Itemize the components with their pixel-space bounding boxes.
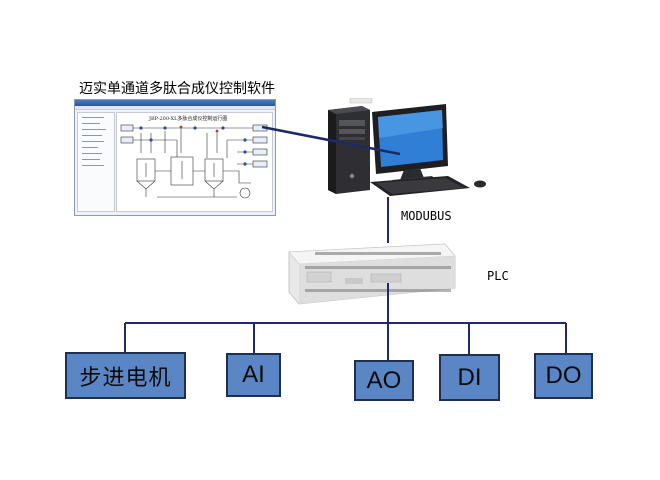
module-stepper-motor: 步进电机: [65, 352, 186, 399]
module-do: DO: [534, 353, 593, 399]
screenshot-canvas: JBP-200-XL多肽合成仪控制运行图: [116, 112, 273, 212]
software-screenshot: JBP-200-XL多肽合成仪控制运行图: [74, 99, 276, 216]
module-di: DI: [439, 354, 500, 401]
plc-device-icon: [288, 243, 456, 305]
mouse-icon: [474, 180, 486, 188]
screenshot-titlebar: [75, 100, 275, 106]
process-flow-diagram: [120, 124, 268, 199]
screenshot-sidebar: [77, 112, 115, 212]
pc-tower-icon: [328, 98, 373, 194]
module-ao: AO: [354, 360, 414, 401]
keyboard-icon: [370, 176, 470, 196]
modbus-label: MODUBUS: [401, 209, 452, 223]
screenshot-heading: JBP-200-XL多肽合成仪控制运行图: [149, 116, 228, 122]
screenshot-menubar: [75, 106, 275, 110]
screenshot-link-line: [261, 125, 401, 156]
software-title: 迈实单通道多肽合成仪控制软件: [79, 81, 275, 97]
plc-label: PLC: [487, 269, 509, 283]
module-ai: AI: [226, 353, 281, 397]
